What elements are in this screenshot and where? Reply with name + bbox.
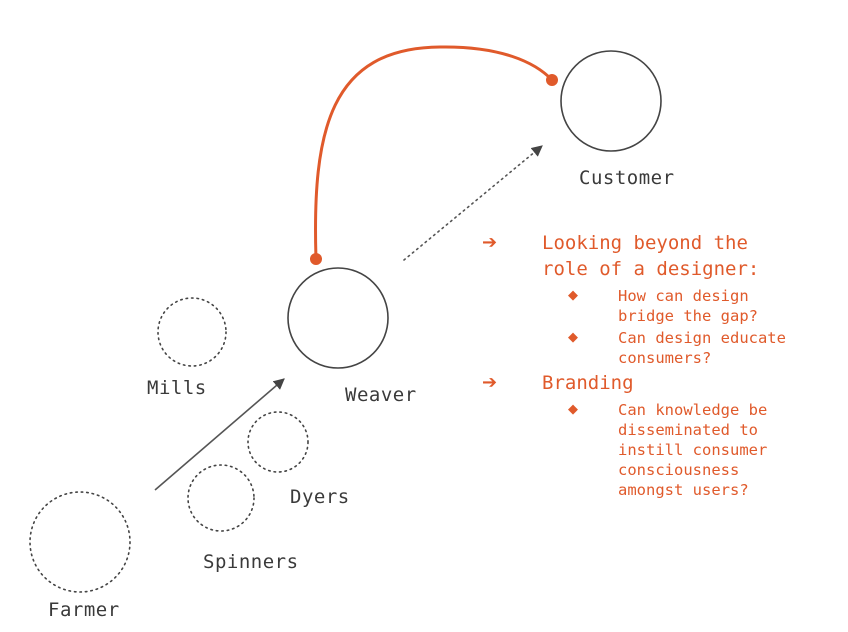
heading-line: role of a designer:	[542, 258, 760, 280]
mills-node	[157, 297, 227, 367]
sub-point-line: instill consumer	[618, 441, 768, 459]
sub-point-line: Can design educate	[618, 329, 786, 347]
weaver-label: Weaver	[345, 384, 417, 406]
sub-points: ◆ Can knowledge be disseminated to insti…	[482, 400, 842, 500]
sub-point-line: consciousness	[618, 461, 740, 479]
customer-node	[560, 50, 662, 152]
farmer-label: Farmer	[48, 599, 120, 621]
spinners-node	[187, 464, 255, 532]
sub-point: ◆ How can design bridge the gap?	[482, 286, 842, 326]
right-arrow-icon: ➔	[482, 232, 498, 253]
diamond-icon: ◆	[568, 288, 578, 303]
diamond-icon: ◆	[568, 330, 578, 345]
sub-points: ◆ How can design bridge the gap? ◆ Can d…	[482, 286, 842, 368]
connection-start-dot	[310, 253, 322, 265]
farmer-to-weaver-arrow	[154, 378, 285, 491]
weaver-to-customer-dotted-arrow	[403, 145, 543, 261]
heading-line: Looking beyond the	[542, 232, 748, 254]
direct-connection-curve	[314, 45, 554, 260]
sub-point-line: disseminated to	[618, 421, 758, 439]
sub-point-line: consumers?	[618, 349, 712, 367]
sub-point: ◆ Can design educate consumers?	[482, 328, 842, 368]
sub-point-line: How can design	[618, 287, 749, 305]
sub-point-line: bridge the gap?	[618, 307, 758, 325]
sub-point: ◆ Can knowledge be disseminated to insti…	[482, 400, 842, 500]
sub-point-line: Can knowledge be	[618, 401, 768, 419]
mills-label: Mills	[147, 377, 207, 399]
dyers-label: Dyers	[290, 486, 350, 508]
discussion-points: ➔ Looking beyond the role of a designer:…	[482, 230, 842, 502]
sub-point-line: amongst users?	[618, 481, 749, 499]
diamond-icon: ◆	[568, 402, 578, 417]
right-arrow-icon: ➔	[482, 372, 498, 393]
connection-end-dot	[546, 74, 558, 86]
customer-label: Customer	[579, 167, 675, 189]
point-heading: ➔ Looking beyond the role of a designer:	[482, 230, 842, 282]
heading-line: Branding	[542, 372, 634, 394]
point-heading: ➔ Branding	[482, 370, 842, 396]
farmer-node	[29, 491, 131, 593]
dyers-node	[247, 411, 309, 473]
spinners-label: Spinners	[203, 551, 299, 573]
weaver-node	[287, 267, 389, 369]
